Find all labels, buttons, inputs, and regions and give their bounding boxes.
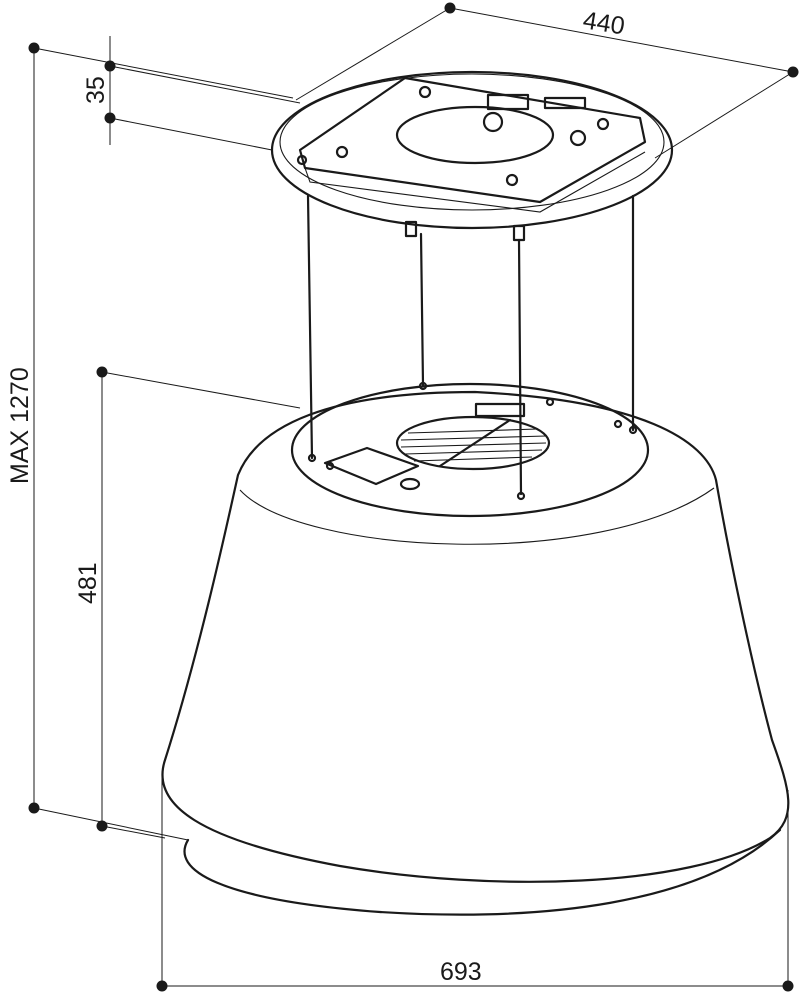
dim-dot bbox=[28, 42, 40, 54]
hood-top-face bbox=[290, 382, 650, 518]
dim-dot bbox=[28, 802, 40, 814]
mount-ring-inner bbox=[279, 73, 665, 211]
label-max-1270: MAX 1270 bbox=[6, 367, 34, 484]
cable-port bbox=[399, 477, 421, 491]
suspension-cables bbox=[306, 194, 635, 496]
vent-slot bbox=[474, 402, 526, 418]
dim-dot bbox=[96, 366, 108, 378]
cable bbox=[517, 238, 523, 496]
anchor-point bbox=[516, 491, 526, 501]
body-contour bbox=[239, 487, 715, 545]
dim-dot bbox=[156, 980, 168, 992]
hood-shell bbox=[161, 390, 790, 883]
anchor-point bbox=[307, 453, 317, 463]
label-481: 481 bbox=[74, 562, 102, 604]
duct-opening bbox=[395, 105, 555, 165]
keyhole-slot bbox=[596, 117, 610, 131]
dimension-lines bbox=[28, 2, 799, 992]
bracket-slot bbox=[486, 93, 530, 111]
dim-dot bbox=[787, 66, 799, 78]
cable-anchor bbox=[512, 224, 526, 242]
ext-line-481-bottom bbox=[101, 825, 166, 839]
ext-line-1270-top bbox=[33, 47, 294, 99]
control-module bbox=[323, 446, 420, 486]
ext-line-481-top bbox=[101, 371, 301, 409]
anchor-point bbox=[628, 425, 638, 435]
bracket-edge bbox=[304, 151, 646, 213]
ext-line-1270-bottom bbox=[33, 807, 189, 841]
label-35: 35 bbox=[82, 76, 110, 104]
ext-line-440-right bbox=[654, 71, 794, 159]
bracket-screw bbox=[482, 111, 504, 133]
keyhole-slot bbox=[335, 145, 349, 159]
dim-dot bbox=[782, 980, 794, 992]
mounting-bracket bbox=[298, 76, 647, 204]
screw-hole bbox=[545, 397, 555, 407]
label-440: 440 bbox=[581, 6, 627, 40]
grille-bars bbox=[400, 418, 547, 468]
screw-hole bbox=[613, 419, 623, 429]
bottom-lip bbox=[183, 828, 782, 916]
dimension-labels: 440 35 MAX 1270 481 693 bbox=[6, 6, 627, 986]
keyhole-slot bbox=[505, 173, 519, 187]
dim-dot bbox=[444, 2, 456, 14]
ext-line-440-left bbox=[295, 7, 451, 101]
mount-ring-outer bbox=[270, 70, 674, 230]
ext-line-35-top bbox=[109, 65, 301, 104]
mount-hole bbox=[569, 129, 587, 147]
ext-line-35-bottom bbox=[109, 117, 273, 151]
cable bbox=[419, 232, 425, 387]
exhaust-grille bbox=[395, 415, 551, 471]
anchor-point bbox=[418, 381, 428, 391]
dim-dot bbox=[104, 112, 116, 124]
dim-line-440 bbox=[449, 7, 794, 73]
keyhole-slot bbox=[418, 85, 432, 99]
cable-anchor bbox=[404, 220, 418, 238]
label-693: 693 bbox=[440, 958, 482, 986]
hood-body bbox=[161, 381, 790, 916]
mount-hole bbox=[296, 154, 308, 166]
terminal-block bbox=[543, 96, 587, 110]
ceiling-mount bbox=[270, 70, 674, 242]
dim-dot bbox=[96, 820, 108, 832]
